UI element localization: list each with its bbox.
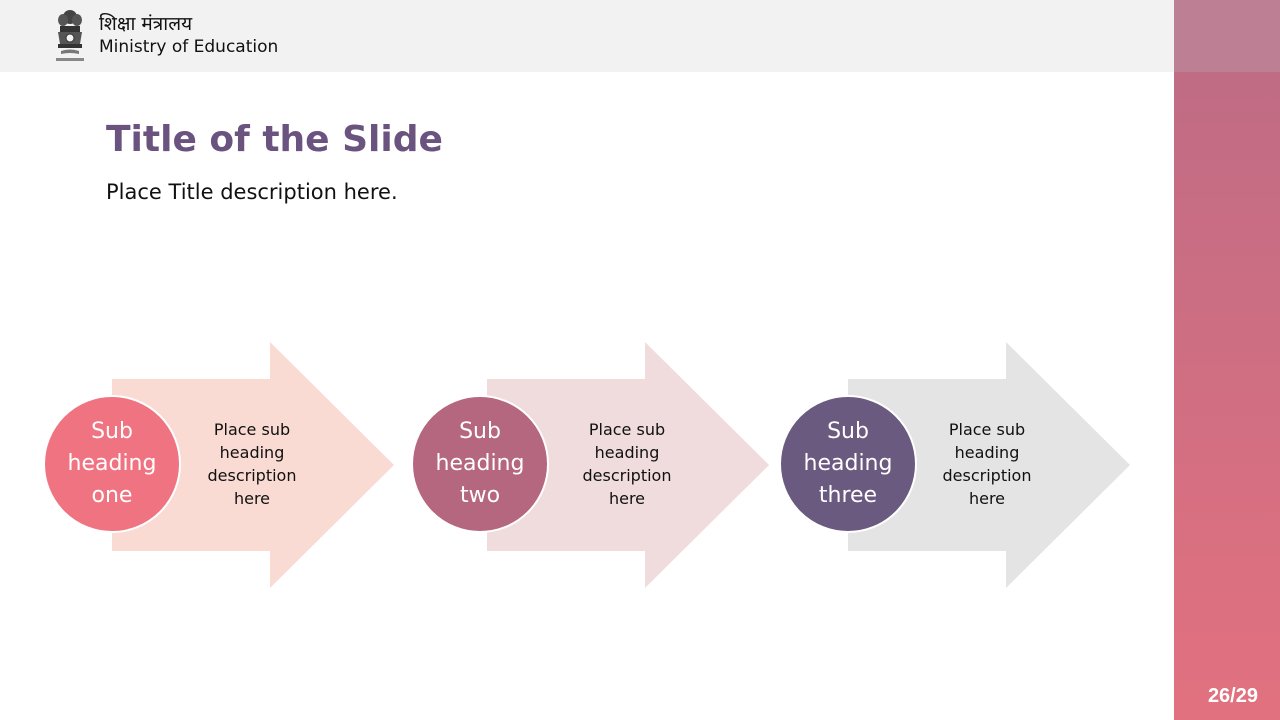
national-emblem-icon (56, 10, 84, 61)
step-description-two: Place sub heading description here (582, 420, 672, 508)
step-circle-one: Sub heading one (43, 395, 181, 533)
step-heading-one: Sub heading one (67, 419, 157, 508)
slide-title: Title of the Slide (106, 119, 443, 160)
process-arrow-one (112, 342, 394, 588)
page-number: 26/29 (1207, 685, 1258, 707)
process-arrow-two (487, 342, 769, 588)
step-circle-three: Sub heading three (779, 395, 917, 533)
sidebar-top-block (1174, 0, 1280, 72)
step-description-three: Place sub heading description here (942, 420, 1032, 508)
process-arrow-three (848, 342, 1130, 588)
org-name-hindi: शिक्षा मंत्रालय (99, 13, 193, 35)
step-heading-three: Sub heading three (803, 419, 893, 508)
sidebar-accent: 26/29 (1174, 72, 1280, 720)
step-heading-two: Sub heading two (435, 419, 525, 508)
header-bar: शिक्षा मंत्रालय Ministry of Education (0, 0, 1174, 72)
step-circle-two: Sub heading two (411, 395, 549, 533)
org-name-english: Ministry of Education (99, 37, 279, 57)
slide-description: Place Title description here. (106, 180, 398, 204)
step-description-one: Place sub heading description here (207, 420, 297, 508)
